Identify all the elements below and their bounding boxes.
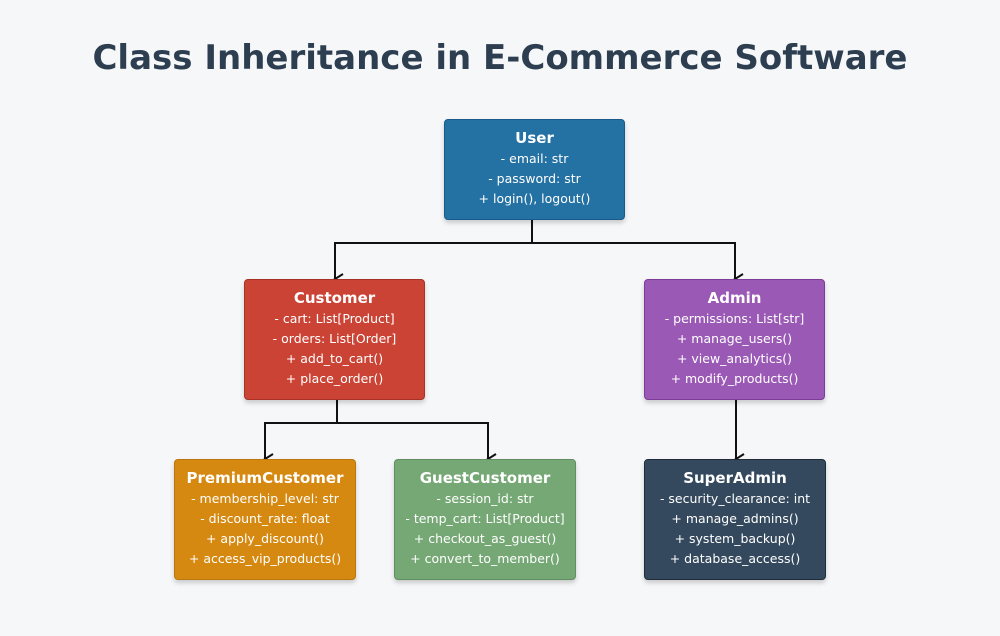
class-box-super-admin: SuperAdmin - security_clearance: int + m… [644,459,826,580]
class-member: - cart: List[Product] [274,311,395,326]
class-box-guest-customer: GuestCustomer - session_id: str - temp_c… [394,459,576,580]
class-member: + apply_discount() [205,531,325,546]
class-name: SuperAdmin [683,469,787,487]
class-box-admin: Admin - permissions: List[str] + manage_… [644,279,825,400]
class-member: + view_analytics() [676,351,793,366]
class-member: + place_order() [285,371,384,386]
class-member: + modify_products() [670,371,799,386]
class-member: + add_to_cart() [285,351,384,366]
class-member: - permissions: List[str] [664,311,805,326]
class-name: User [515,129,554,147]
class-member: + manage_users() [676,331,793,346]
class-box-user: User - email: str - password: str + logi… [444,119,625,220]
class-box-customer: Customer - cart: List[Product] - orders:… [244,279,425,400]
class-member: + login(), logout() [478,191,591,206]
class-member: - orders: List[Order] [272,331,397,346]
class-member: + convert_to_member() [410,551,560,566]
class-name: Customer [293,289,376,307]
class-member: - email: str [500,151,569,166]
class-member: - discount_rate: float [200,511,330,526]
edge-customer-premium [263,400,338,465]
class-name: PremiumCustomer [186,469,344,487]
edge-user-admin [532,242,744,285]
class-member: - session_id: str [436,491,534,506]
class-name: Admin [707,289,762,307]
class-member: - security_clearance: int [659,491,811,506]
diagram-title: Class Inheritance in E-Commerce Software [92,38,908,78]
class-member: + access_vip_products() [188,551,342,566]
class-member: + database_access() [669,551,801,566]
class-member: + checkout_as_guest() [413,531,557,546]
edge-user-customer [333,220,533,285]
class-name: GuestCustomer [419,469,551,487]
class-member: + system_backup() [674,531,796,546]
class-member: - temp_cart: List[Product] [405,511,565,526]
class-member: - membership_level: str [191,491,339,506]
class-box-premium-customer: PremiumCustomer - membership_level: str … [174,459,356,580]
edge-customer-guest [337,422,497,465]
class-member: + manage_admins() [671,511,799,526]
class-member: - password: str [488,171,581,186]
